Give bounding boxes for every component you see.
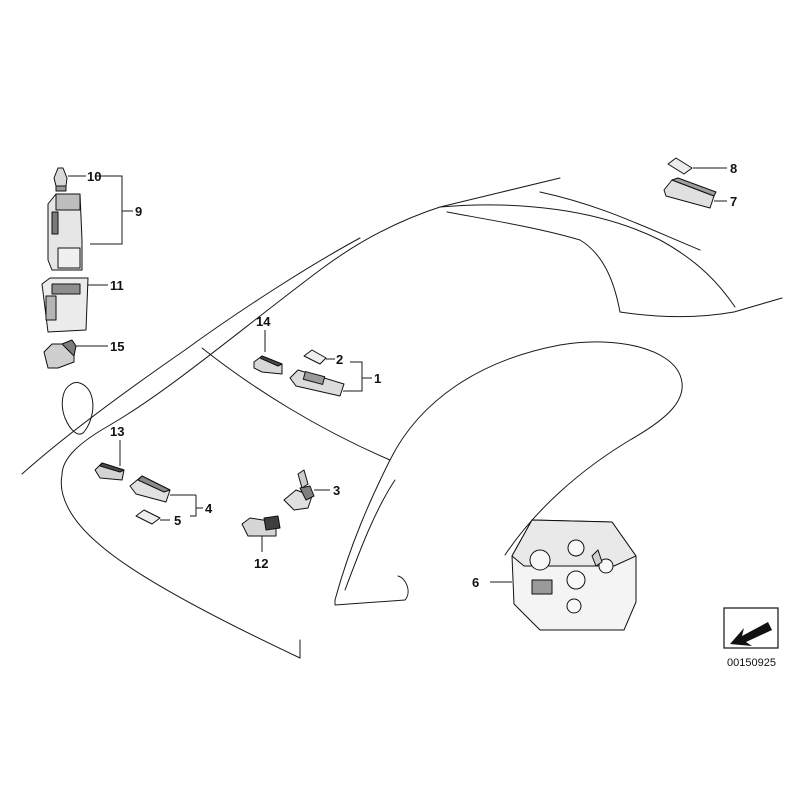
callout-7: 7: [730, 194, 737, 209]
callout-11: 11: [110, 278, 124, 293]
callout-6: 6: [472, 575, 479, 590]
callout-1: 1: [374, 371, 381, 386]
part-13-connector: [94, 440, 125, 481]
callout-2: 2: [336, 352, 343, 367]
part-10-bulb: [53, 167, 86, 192]
callout-4: 4: [205, 501, 213, 516]
callout-15: 15: [110, 339, 124, 354]
part-9-housing: [47, 175, 133, 271]
callout-labels: 1 2 3 4 5 6 7 8 9 10 11 12 13 14 15: [87, 161, 737, 590]
callout-5: 5: [174, 513, 181, 528]
part-5-bulb: [135, 509, 170, 525]
callout-10: 10: [87, 169, 101, 184]
callout-3: 3: [333, 483, 340, 498]
callout-12: 12: [254, 556, 268, 571]
callout-9: 9: [135, 204, 142, 219]
arrow-icon: [723, 607, 779, 649]
part-12-connector: [241, 515, 281, 552]
part-4-lamp: [129, 475, 203, 517]
part-15-clip: [43, 339, 108, 369]
car-outline: [21, 177, 783, 659]
part-14-connector: [253, 330, 283, 375]
part-6-bulb-box: [490, 519, 637, 631]
callout-14: 14: [256, 314, 271, 329]
part-7-lamp: [663, 177, 727, 209]
reference-number: 00150925: [727, 657, 776, 669]
part-8-bulb: [667, 157, 727, 175]
part-1-lamp: [289, 361, 372, 397]
callout-8: 8: [730, 161, 737, 176]
part-3-socket: [283, 469, 330, 511]
callout-13: 13: [110, 424, 124, 439]
part-11-light-unit: [41, 277, 108, 333]
part-2-bulb: [303, 349, 335, 365]
